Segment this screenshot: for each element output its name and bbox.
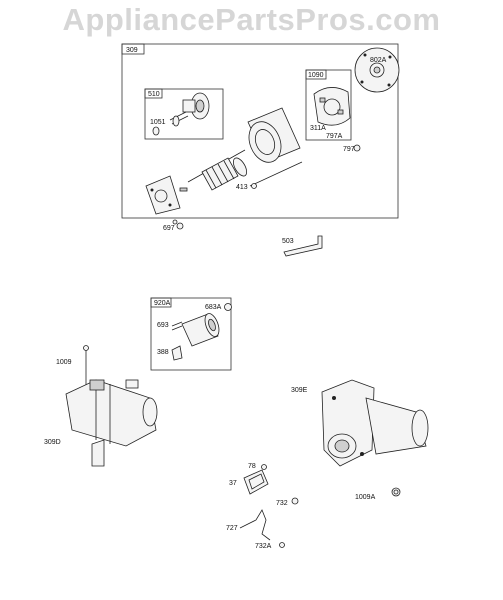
watermark-logo: AppliancePartsPros.com [62,2,441,37]
starter-309e[interactable] [321,379,429,467]
screw-78[interactable] [261,464,267,470]
bolt-1009a[interactable] [391,487,401,497]
label-1009a[interactable]: 1009A [355,494,376,501]
label-503[interactable]: 503 [282,238,294,245]
group-1090-tag [305,69,327,80]
nut-683a[interactable] [224,303,232,311]
armature[interactable] [187,149,249,191]
through-bolt[interactable] [249,161,303,187]
end-plate-802a[interactable] [354,47,400,93]
label-78[interactable]: 78 [248,463,256,470]
cable-727[interactable] [239,509,271,541]
label-413[interactable]: 413 [236,184,248,191]
group-920a-tag [150,297,172,308]
screw-732[interactable] [291,497,299,505]
label-797a[interactable]: 797A [326,133,343,140]
screw-732a[interactable] [279,542,285,548]
label-727[interactable]: 727 [226,525,238,532]
label-309d[interactable]: 309D [44,439,61,446]
label-1051[interactable]: 1051 [150,119,166,126]
washer-413[interactable] [251,183,257,189]
group-510-tag [144,88,163,99]
label-37[interactable]: 37 [229,480,237,487]
solenoid-920a[interactable] [181,312,222,347]
label-802a[interactable]: 802A [370,57,387,64]
group-309-tag [121,43,145,55]
plunger-693[interactable] [171,321,183,331]
washer-small[interactable] [179,187,188,192]
spacer-1051[interactable] [152,126,160,136]
label-388[interactable]: 388 [157,349,169,356]
label-732[interactable]: 732 [276,500,288,507]
group-920a-box [150,297,232,371]
brush-holder-1090[interactable] [313,87,351,126]
drive-gear-510[interactable] [169,92,210,127]
label-697[interactable]: 697 [163,225,175,232]
label-311a[interactable]: 311A [310,125,326,132]
group-309-label[interactable]: 309 [126,47,138,54]
group-920a-label[interactable]: 920A [154,300,171,307]
group-510-label[interactable]: 510 [148,91,160,98]
starter-309d[interactable] [65,379,158,467]
bracket-503[interactable] [283,235,323,257]
field-housing[interactable] [243,107,301,167]
label-683a[interactable]: 683A [205,304,222,311]
group-1090-label[interactable]: 1090 [308,72,324,79]
group-510-box [144,88,224,140]
group-309-box [121,43,399,219]
label-732a[interactable]: 732A [255,543,272,550]
screw-697[interactable] [172,219,184,230]
drive-end-plate[interactable] [145,175,181,215]
label-1009[interactable]: 1009 [56,359,72,366]
lever-388[interactable] [171,345,183,361]
label-309e[interactable]: 309E [291,387,308,394]
label-693[interactable]: 693 [157,322,169,329]
gasket-37[interactable] [243,469,269,495]
label-797[interactable]: 797 [343,146,355,153]
group-1090-box [305,69,352,141]
screw-797[interactable] [353,144,361,152]
